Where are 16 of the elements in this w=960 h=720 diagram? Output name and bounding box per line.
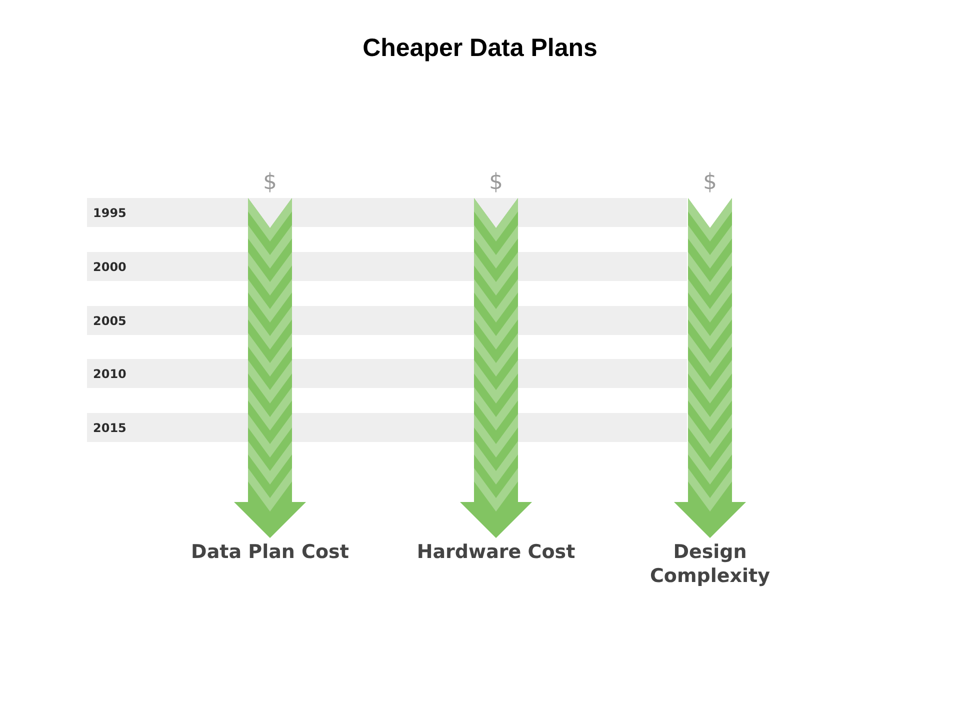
arrow-caption: Hardware Cost	[416, 540, 576, 564]
dollar-sign: $	[255, 170, 285, 196]
chevron-arrow	[674, 198, 746, 538]
year-band	[87, 198, 687, 227]
chevron-arrow	[234, 198, 306, 538]
title: Cheaper Data Plans	[362, 34, 598, 63]
year-label: 2015	[93, 420, 126, 434]
arrow-caption: Data Plan Cost	[190, 540, 350, 564]
arrow-caption: Design Complexity	[630, 540, 790, 588]
year-label: 1995	[93, 206, 126, 220]
dollar-sign: $	[695, 170, 725, 196]
year-label: 2010	[93, 366, 126, 380]
dollar-sign: $	[481, 170, 511, 196]
chevron-arrow	[460, 198, 532, 538]
year-label: 2005	[93, 314, 126, 328]
year-label: 2000	[93, 260, 126, 274]
